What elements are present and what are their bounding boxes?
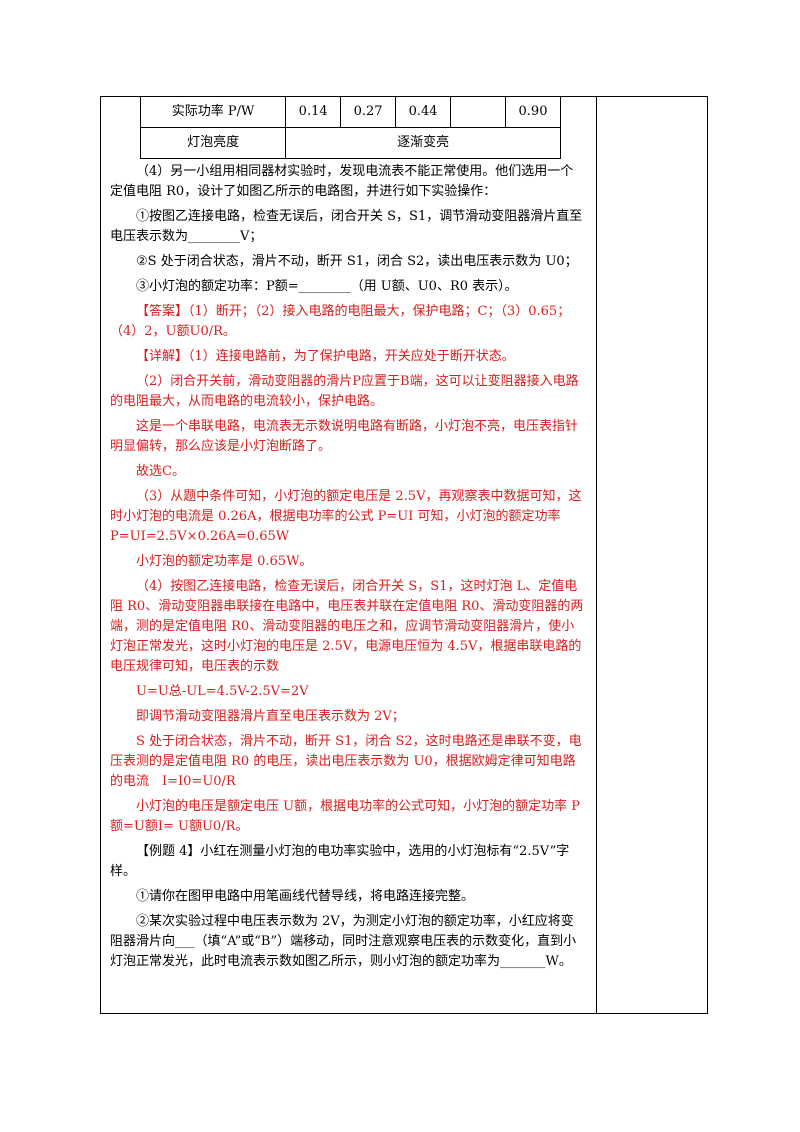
answer-block: 【答案】（1）断开；（2）接入电路的电阻最大，保护电路；C；（3）0.65；（4… — [110, 304, 571, 339]
column-divider — [596, 96, 597, 1014]
data-table: 实际功率 P/W 0.14 0.27 0.44 0.90 灯泡亮度 逐渐变亮 — [139, 96, 562, 159]
q4-step-1: ①按图乙连接电路，检查无误后，闭合开关 S，S1，调节滑动变阻器滑片直至电压表示… — [110, 209, 583, 244]
document-body: 实际功率 P/W 0.14 0.27 0.44 0.90 灯泡亮度 逐渐变亮 （… — [110, 96, 586, 977]
detail-11: 小灯泡的电压是额定电压 U额，根据电功率的公式可知，小灯泡的额定功率 P额=U额… — [110, 799, 580, 834]
example-4-question-1: ①请你在图甲电路中用笔画线代替导线，将电路连接完整。 — [136, 889, 475, 904]
detail-2: （2）闭合开关前，滑动变阻器的滑片P应置于B端，这可以让变阻器接入电路的电阻最大… — [110, 374, 579, 409]
detail-9: 即调节滑动变阻器滑片直至电压表示数为 2V； — [136, 709, 405, 724]
table-cell: 0.44 — [395, 96, 452, 128]
detail-formula: U=U总-UL=4.5V-2.5V=2V — [136, 684, 309, 699]
detail-5: （3）从题中条件可知，小灯泡的额定电压是 2.5V，再观察表中数据可知，这时小灯… — [110, 489, 582, 544]
table-cell — [450, 96, 506, 128]
table-cell: 0.14 — [285, 96, 342, 128]
table-row: 灯泡亮度 逐渐变亮 — [139, 127, 561, 159]
table-cell: 0.90 — [504, 96, 562, 128]
detail-7: （4）按图乙连接电路，检查无误后，闭合开关 S，S1，这时灯泡 L、定值电阻 R… — [110, 579, 584, 674]
table-cell: 0.27 — [340, 96, 397, 128]
q4-step-3: ③小灯泡的额定功率：P额=________（用 U额、U0、R0 表示）。 — [136, 279, 518, 294]
detail-6: 小灯泡的额定功率是 0.65W。 — [136, 554, 313, 569]
detail-10: S 处于闭合状态，滑片不动，断开 S1，闭合 S2，这时电路还是串联不变，电压表… — [110, 734, 582, 789]
row-header-power: 实际功率 P/W — [139, 96, 287, 128]
detail-1: 【详解】（1）连接电路前，为了保护电路，开关应处于断开状态。 — [136, 349, 515, 364]
detail-3: 这是一个串联电路，电流表无示数说明电路有断路，小灯泡不亮，电压表指针明显偏转，那… — [110, 419, 579, 454]
row-header-brightness: 灯泡亮度 — [139, 127, 287, 159]
example-4-intro: 【例题 4】小红在测量小灯泡的电功率实验中，选用的小灯泡标有“2.5V”字样。 — [110, 844, 570, 879]
q4-intro: （4）另一小组用相同器材实验时，发现电流表不能正常使用。他们选用一个定值电阻 R… — [110, 164, 574, 199]
table-cell-merged: 逐渐变亮 — [285, 127, 561, 159]
q4-step-2: ②S 处于闭合状态，滑片不动，断开 S1，闭合 S2，读出电压表示数为 U0； — [136, 254, 578, 269]
example-4-question-2: ②某次实验过程中电压表示数为 2V，为测定小灯泡的额定功率，小红应将变阻器滑片向… — [110, 914, 577, 969]
detail-4: 故选C。 — [136, 464, 185, 479]
table-row: 实际功率 P/W 0.14 0.27 0.44 0.90 — [139, 96, 562, 128]
